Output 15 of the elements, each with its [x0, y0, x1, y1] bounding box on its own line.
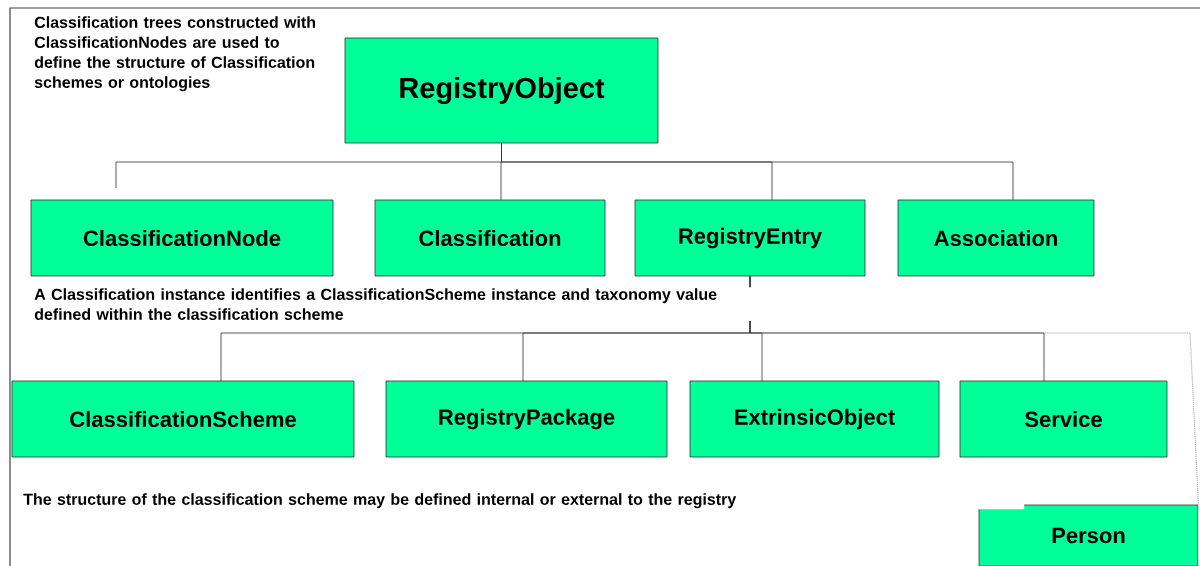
note-text: Classification trees constructed with ClassificationNodes are used to define the structure of Classification schemes or ontologies [33, 15, 326, 93]
note-text: A Classification instance identifies a ClassificationScheme instance and taxonomy value defined within the classification scheme [33, 287, 756, 321]
class-box: Classification [374, 199, 606, 277]
class-box: RegistryPackage [385, 380, 668, 458]
class-box: Person [978, 504, 1199, 566]
class-box: ClassificationNode [30, 199, 334, 277]
connector-line [501, 143, 1014, 201]
note-text: The structure of the classification scheme may be defined internal or external to the registry [22, 492, 1025, 510]
connector-line [749, 276, 1045, 382]
class-box: Service [959, 380, 1168, 458]
class-box: RegistryObject [344, 37, 659, 144]
class-box: ExtrinsicObject [689, 380, 940, 458]
class-box: Association [897, 199, 1095, 277]
class-box: ClassificationScheme [11, 380, 355, 458]
class-box: RegistryEntry [634, 199, 866, 277]
